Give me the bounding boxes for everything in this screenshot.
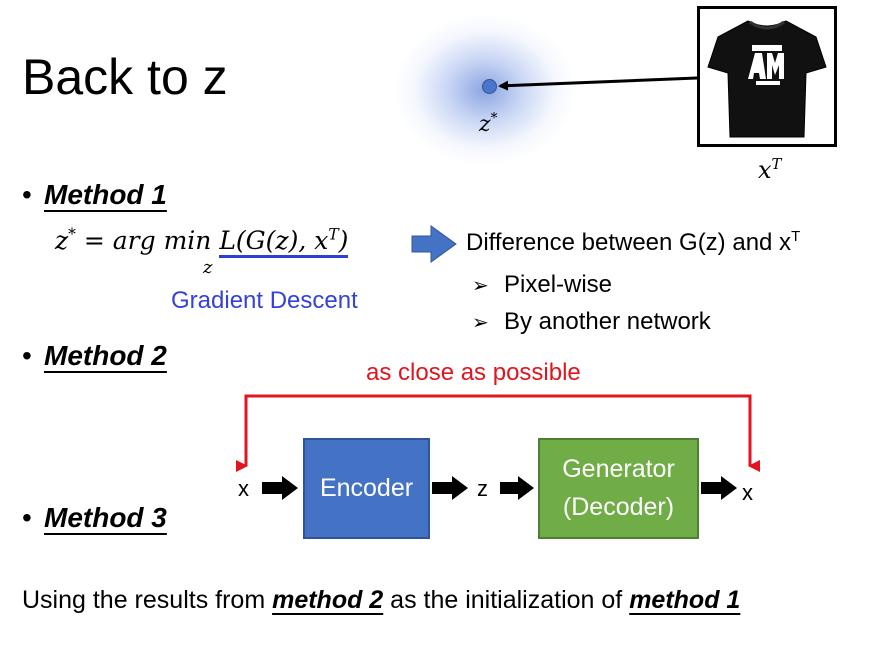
generator-box: Generator(Decoder)	[538, 438, 699, 539]
bullet-method-1: • Method 1	[22, 179, 167, 211]
target-image-frame	[697, 6, 837, 147]
method-3-label: Method 3	[44, 502, 167, 533]
gradient-descent-label: Gradient Descent	[171, 287, 358, 314]
loss-term: L(G(z), xT)	[219, 226, 349, 258]
objective-formula: z* = arg min L(G(z), xT)	[55, 226, 349, 258]
x-t-label: xT	[758, 155, 782, 184]
bullet-method-2: • Method 2	[22, 340, 167, 372]
slide-title: Back to z	[22, 49, 228, 105]
bullet-dot: •	[22, 502, 32, 533]
sub-item-pixel-wise: ➢Pixel-wise	[472, 271, 613, 298]
arrow-z-to-generator	[500, 476, 534, 500]
z-star-point	[482, 79, 497, 94]
z-star-label: z*	[479, 110, 498, 137]
arrow-bullet-icon: ➢	[472, 275, 489, 297]
tshirt-icon	[707, 20, 827, 138]
arrow-x-to-encoder	[262, 476, 298, 500]
bullet-dot: •	[22, 340, 32, 371]
argmin-subscript: z	[203, 257, 213, 278]
arrow-generator-to-x	[701, 476, 737, 500]
sub-item-another-network: ➢By another network	[472, 308, 711, 335]
photo-to-z-arrow	[498, 76, 698, 91]
flow-latent-z: z	[477, 476, 488, 501]
difference-text: Difference between G(z) and xT	[466, 229, 801, 256]
flow-input-x: x	[238, 476, 249, 501]
encoder-box: Encoder	[303, 438, 430, 539]
flow-output-x: x	[742, 480, 753, 505]
bottom-sentence: Using the results from method 2 as the i…	[22, 586, 741, 614]
method-2-label: Method 2	[44, 340, 167, 371]
bullet-method-3: • Method 3	[22, 502, 167, 534]
bullet-dot: •	[22, 179, 32, 210]
arrow-bullet-icon: ➢	[472, 312, 489, 334]
block-arrow-icon	[411, 225, 457, 263]
close-as-possible-bracket	[236, 394, 760, 472]
method-1-label: Method 1	[44, 179, 167, 210]
arrow-encoder-to-z	[432, 476, 468, 500]
close-as-possible-label: as close as possible	[366, 359, 581, 386]
